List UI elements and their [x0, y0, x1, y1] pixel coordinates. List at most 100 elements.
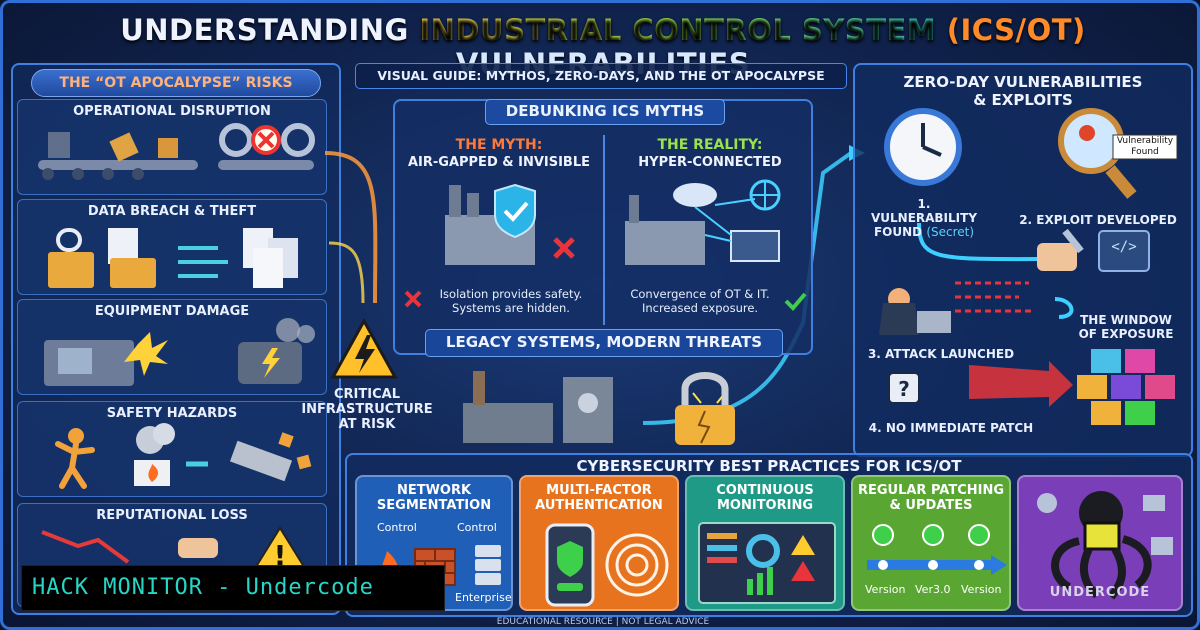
hand-icon — [1037, 243, 1077, 271]
server-icon — [475, 559, 501, 571]
lock-open-icon — [56, 228, 82, 252]
myths-heading-box: DEBUNKING ICS MYTHS — [485, 99, 725, 125]
smoke-icon — [297, 325, 315, 343]
zeroday-step-2: 2. EXPLOIT DEVELOPED — [1019, 213, 1177, 227]
question-glyph: ? — [898, 377, 910, 401]
folder-icon — [110, 258, 156, 288]
practice-title-line-2: MONITORING — [716, 498, 814, 513]
subtitle: VISUAL GUIDE: MYTHOS, ZERO-DAYS, AND THE… — [377, 68, 825, 83]
timeline-arrow — [991, 555, 1007, 575]
risk-title: DATA BREACH & THEFT — [87, 204, 257, 219]
risk-card-data-breach: DATA BREACH & THEFT — [17, 199, 327, 295]
myths-divider — [603, 135, 605, 325]
exposure-arrow — [969, 361, 1073, 407]
reality-title: THE REALITY: — [657, 137, 763, 153]
green-check-icon — [784, 292, 807, 311]
risk-card-safety-hazards: SAFETY HAZARDS — [17, 401, 327, 497]
practice-fifth: UNDERCODE — [1017, 475, 1183, 611]
approve-button-icon — [557, 583, 583, 591]
gear-icon — [219, 123, 253, 157]
gadget-icon — [1151, 537, 1173, 555]
spark-icon — [124, 332, 168, 376]
chimney-icon — [629, 195, 639, 223]
title-part-2: INDUSTRIAL CONTROL SYSTEM — [419, 13, 937, 47]
worker-icon — [55, 441, 95, 489]
title-part-1: UNDERSTANDING — [120, 13, 420, 47]
practice-title-line-2: & UPDATES — [889, 498, 973, 513]
hacker-body-icon — [879, 303, 919, 335]
window-of-exposure: THE WINDOW OF EXPOSURE — [1071, 313, 1181, 341]
risk-title: REPUTATIONAL LOSS — [96, 508, 248, 523]
monitoring-illustration — [698, 522, 836, 604]
window-line-2: OF EXPOSURE — [1078, 327, 1174, 341]
code-window-icon — [1098, 230, 1150, 272]
shield-icon — [494, 183, 536, 239]
risk-title: SAFETY HAZARDS — [106, 406, 238, 421]
red-x-icon — [553, 237, 575, 259]
zeroday-heading: ZERO-DAY VULNERABILITIES & EXPLOITS — [855, 73, 1191, 109]
step1-line-2: FOUND — [873, 225, 923, 239]
laptop-icon — [730, 230, 780, 262]
box-icon — [158, 138, 178, 158]
reality-subtitle: HYPER-CONNECTED — [638, 155, 782, 170]
fire-icon — [148, 464, 158, 482]
mascot-screen-icon — [1083, 521, 1121, 551]
zeroday-illustration — [879, 108, 1178, 425]
broken-pipe-icon — [229, 440, 293, 482]
practice-title-line-1: MULTI-FACTOR — [546, 483, 652, 498]
roller-icon — [102, 168, 114, 180]
myth-caption-line-2: Systems are hidden. — [452, 301, 570, 315]
check-badge-icon — [872, 524, 894, 546]
risk-card-operational-disruption: OPERATIONAL DISRUPTION — [17, 99, 327, 195]
risk-title: OPERATIONAL DISRUPTION — [73, 104, 271, 119]
block-icon — [1091, 401, 1121, 425]
seg-enterprise: Enterprise — [455, 591, 512, 604]
box-icon — [109, 132, 139, 162]
practice-title-line-1: CONTINUOUS — [716, 483, 814, 498]
vuln-tag-line-2: Found — [1131, 147, 1159, 157]
zeroday-step-1: 1. VULNERABILITY FOUND (Secret) — [869, 197, 979, 239]
seg-control-right: Control — [457, 521, 497, 534]
safety-hazards-illustration — [55, 423, 312, 489]
critical-line-2: INFRASTRUCTURE — [301, 402, 433, 417]
myths-panel: DEBUNKING ICS MYTHS THE MYTH: AIR-GAPPED… — [393, 99, 813, 355]
patch-version-2: Ver3.0 — [915, 583, 951, 596]
vulnerability-tag-text: Vulnerability Found — [1113, 136, 1177, 158]
alert-icon — [791, 561, 815, 581]
brand-logo: UNDERCODE — [1049, 585, 1151, 600]
patch-version-1: Version — [865, 583, 906, 596]
flow-arrow — [1054, 297, 1074, 319]
factory-icon — [625, 221, 705, 265]
practice-title-line-2: AUTHENTICATION — [535, 498, 663, 513]
server-icon — [475, 573, 501, 585]
document-icon — [253, 248, 283, 288]
data-stream-arrows — [178, 246, 228, 278]
step1-secret: (Secret) — [926, 225, 975, 239]
warning-glyph: ! — [274, 539, 287, 572]
mascot-illustration — [1037, 491, 1173, 600]
hack-monitor-banner: HACK MONITOR - Undercode — [21, 565, 445, 611]
conveyor-belt-right — [218, 160, 314, 170]
subtitle-box: VISUAL GUIDE: MYTHOS, ZERO-DAYS, AND THE… — [355, 63, 847, 89]
practice-title: REGULAR PATCHING& UPDATES — [853, 483, 1009, 513]
zeroday-heading-line-1: ZERO-DAY VULNERABILITIES — [903, 73, 1143, 91]
flow-arrow — [917, 222, 1070, 262]
practices-heading: CYBERSECURITY BEST PRACTICES FOR ICS/OT — [576, 457, 962, 475]
legacy-systems-illustration — [463, 371, 735, 445]
legacy-label-box: LEGACY SYSTEMS, MODERN THREATS — [425, 329, 783, 357]
gauge-icon — [578, 393, 598, 413]
chimney-icon — [449, 185, 461, 217]
reality-caption-line-1: Convergence of OT & IT. — [630, 287, 770, 301]
risk-title: EQUIPMENT DAMAGE — [94, 304, 250, 319]
bug-icon — [1079, 125, 1095, 141]
vulnerability-tag — [1112, 134, 1178, 160]
padlock-body-icon — [675, 405, 735, 445]
laptop-icon — [917, 311, 951, 333]
window-line-1: THE WINDOW — [1080, 313, 1172, 327]
conveyor-illustration — [38, 123, 315, 180]
gear-icon — [281, 123, 315, 157]
magnifier-handle — [1105, 165, 1137, 199]
cloud-icon — [673, 183, 717, 207]
zeroday-heading-line-2: & EXPLOITS — [973, 91, 1073, 109]
risks-heading: THE “OT APOCALYPSE” RISKS — [59, 75, 293, 91]
